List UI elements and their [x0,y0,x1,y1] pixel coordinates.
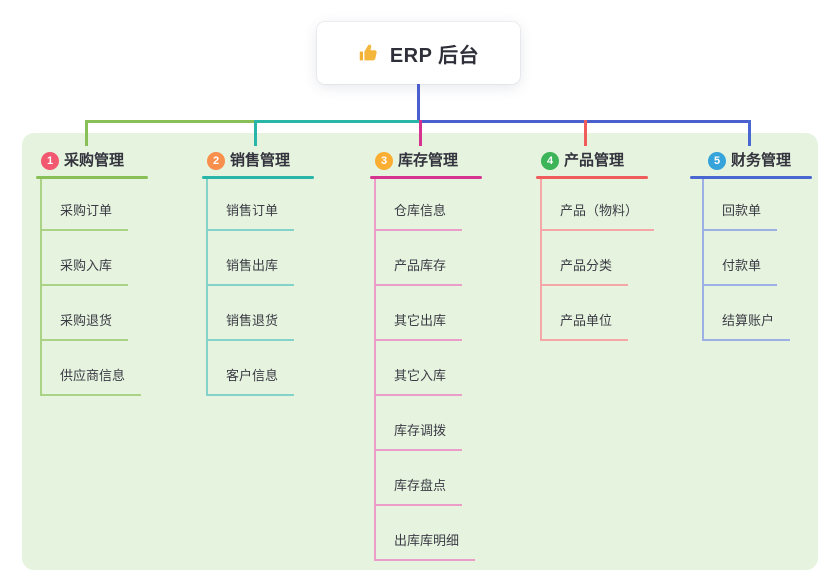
node-underline [40,339,128,341]
branch-underline [690,176,812,179]
node-label[interactable]: 其它入库 [394,368,447,383]
node-underline [206,284,294,286]
node-underline [374,284,462,286]
branch-number-badge: 2 [207,152,225,170]
branch-number-badge: 3 [375,152,393,170]
node-underline [374,229,462,231]
branch-spine-line [374,179,376,561]
node-label[interactable]: 其它出库 [394,313,447,328]
branch-drop-line [254,120,257,146]
bus-segment-teal [254,120,419,123]
node-underline [374,504,462,506]
branch-spine-line [40,179,42,396]
node-underline [374,339,462,341]
node-underline [540,229,654,231]
branch-number-badge: 5 [708,152,726,170]
node-label[interactable]: 采购退货 [60,313,113,328]
node-underline [40,284,128,286]
node-label[interactable]: 付款单 [722,258,762,273]
root-connector-line [417,84,420,123]
bus-segment-green [85,120,254,123]
branch-title[interactable]: 产品管理 [564,152,625,169]
branch-spine-line [540,179,542,341]
branch-underline [36,176,148,179]
branch-drop-line [584,120,587,146]
node-underline [40,394,141,396]
node-underline [374,559,475,561]
node-underline [40,229,128,231]
node-underline [702,339,790,341]
node-label[interactable]: 销售出库 [226,258,279,273]
node-label[interactable]: 产品库存 [394,258,447,273]
branch-title[interactable]: 销售管理 [230,152,291,169]
node-label[interactable]: 销售退货 [226,313,279,328]
node-label[interactable]: 供应商信息 [60,368,126,383]
branch-drop-line [748,120,751,146]
node-label[interactable]: 产品（物料） [560,203,639,218]
branch-number-badge: 1 [41,152,59,170]
node-underline [540,284,628,286]
node-underline [206,339,294,341]
node-label[interactable]: 库存调拨 [394,423,447,438]
branch-spine-line [702,179,704,341]
node-label[interactable]: 库存盘点 [394,478,447,493]
branch-title[interactable]: 采购管理 [64,152,125,169]
node-underline [702,284,777,286]
branch-underline [202,176,314,179]
node-label[interactable]: 采购订单 [60,203,113,218]
node-underline [702,229,777,231]
node-underline [206,394,294,396]
node-label[interactable]: 结算账户 [722,313,775,328]
node-label[interactable]: 出库库明细 [394,533,460,548]
branch-drop-line [85,120,88,146]
root-node[interactable]: ERP 后台 [317,22,520,84]
node-label[interactable]: 产品单位 [560,313,613,328]
node-label[interactable]: 采购入库 [60,258,113,273]
root-title: ERP 后台 [389,44,480,67]
thumbs-up-icon [358,42,380,64]
branch-title[interactable]: 财务管理 [731,152,792,169]
node-label[interactable]: 回款单 [722,203,762,218]
branch-title[interactable]: 库存管理 [398,152,459,169]
node-underline [540,339,628,341]
node-underline [374,394,462,396]
branch-underline [370,176,482,179]
node-label[interactable]: 销售订单 [226,203,279,218]
branch-number-badge: 4 [541,152,559,170]
node-underline [374,449,462,451]
branch-spine-line [206,179,208,396]
node-label[interactable]: 产品分类 [560,258,613,273]
node-label[interactable]: 客户信息 [226,368,279,383]
node-label[interactable]: 仓库信息 [394,203,447,218]
branch-drop-line [419,120,422,146]
branch-underline [536,176,648,179]
node-underline [206,229,294,231]
branches-panel [22,133,818,570]
